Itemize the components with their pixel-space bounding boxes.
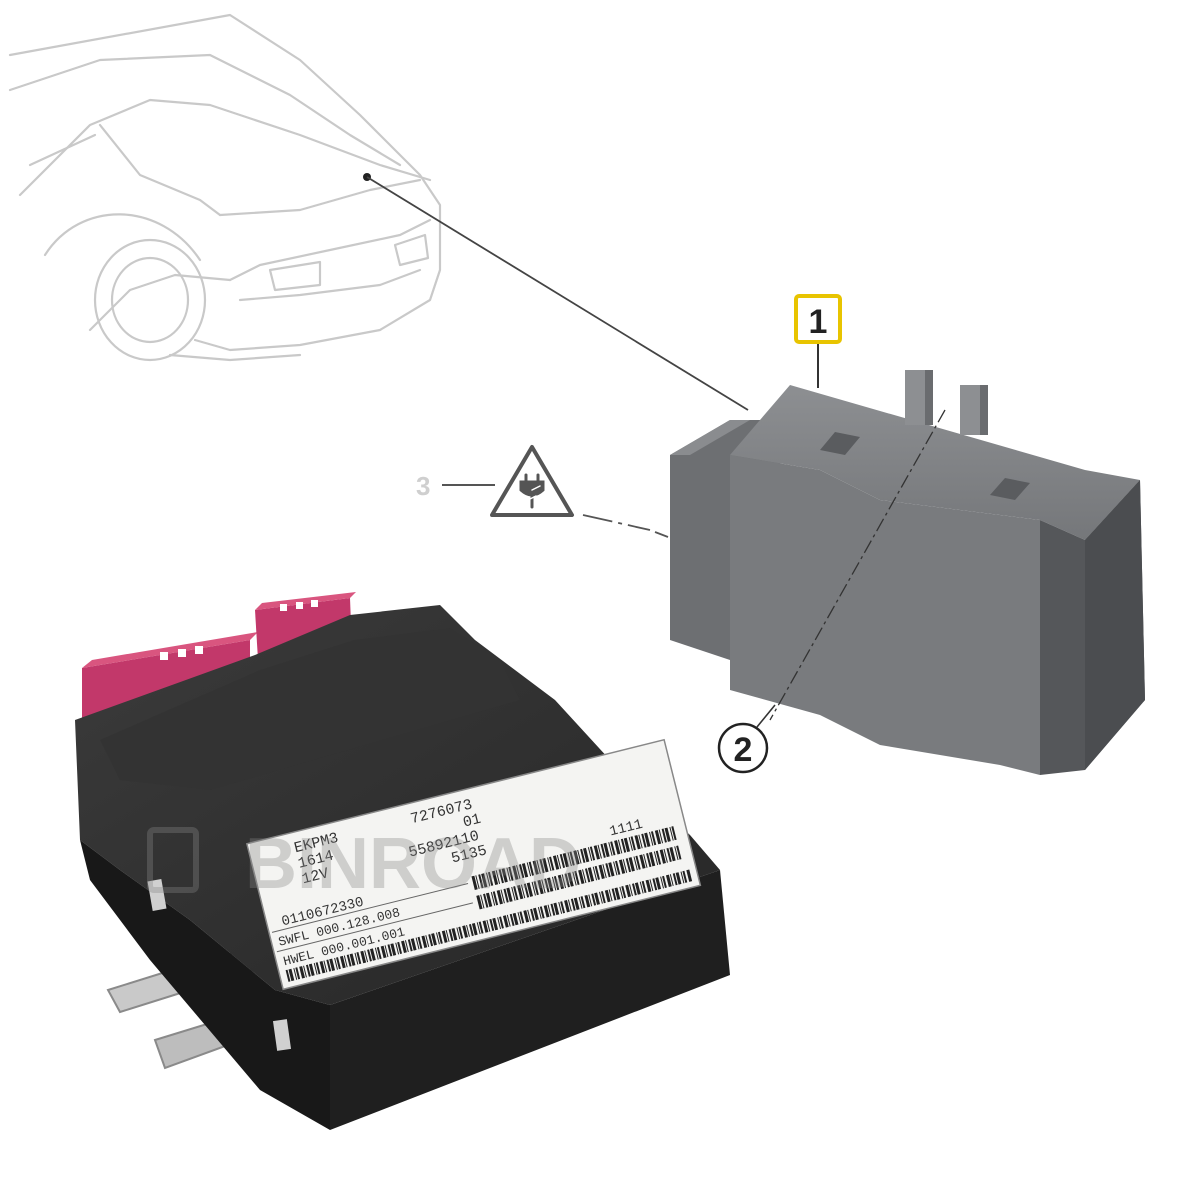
watermark-logo-icon xyxy=(147,827,199,893)
callout-2-text: 2 xyxy=(734,731,753,769)
plug-icon xyxy=(519,473,545,509)
leader-line xyxy=(366,176,749,411)
callout-3-text: 3 xyxy=(416,471,430,501)
barcode xyxy=(285,826,693,982)
watermark: BINROAD xyxy=(245,824,581,904)
callout-2: 2 xyxy=(717,704,776,774)
module-label: EKPM3 7276073 1614 01 12V 55892110 5135 … xyxy=(245,738,702,991)
electrical-warning-icon xyxy=(490,445,574,517)
label-line2-right: 01 xyxy=(461,811,483,832)
callout-1-text: 1 xyxy=(809,303,828,341)
fuel-pump-module-photo: EKPM3 7276073 1614 01 12V 55892110 5135 … xyxy=(75,592,730,1130)
rear-car-outline xyxy=(8,13,442,362)
label-line5-right: 1111 xyxy=(608,817,644,841)
label-line3-left: 12V xyxy=(300,865,330,888)
callout-3: 3 xyxy=(416,445,669,538)
module-diagram xyxy=(670,370,1145,775)
callout-1: 1 xyxy=(794,294,842,388)
